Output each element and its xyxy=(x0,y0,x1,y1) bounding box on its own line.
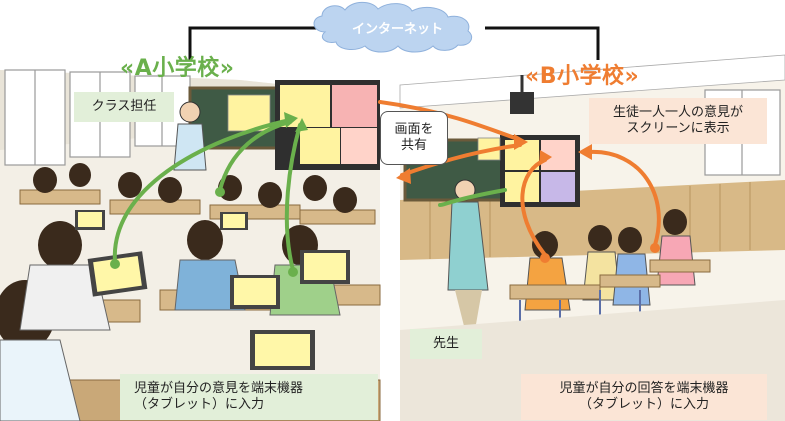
display-caption-b-line1: 生徒一人一人の意見が xyxy=(612,104,743,120)
share-line1: 画面を xyxy=(394,121,434,137)
orange-arrowheads-b xyxy=(539,144,592,166)
display-caption-b-line2: スクリーンに表示 xyxy=(626,121,730,136)
school-b-title: «B小学校» xyxy=(525,64,640,89)
school-a-title: «A小学校» xyxy=(120,56,235,81)
teacher-label-a: クラス担任 xyxy=(74,92,174,122)
green-arrows-a xyxy=(112,118,302,272)
network-connector xyxy=(188,26,600,60)
classroom-a-illustration xyxy=(0,69,381,421)
orange-arrows-b xyxy=(520,149,661,257)
input-caption-a-line2: （タブレット）に入力 xyxy=(134,397,265,412)
input-caption-a: 児童が自分の意見を端末機器 （タブレット）に入力 xyxy=(120,374,378,420)
classroom-b-illustration xyxy=(399,54,785,421)
share-line2: 共有 xyxy=(400,138,427,153)
input-caption-b-line1: 児童が自分の回答を端末機器 xyxy=(559,380,729,396)
orange-arrowheads-share xyxy=(396,134,528,184)
green-arrow-b xyxy=(438,188,507,207)
input-caption-b-line2: （タブレット）に入力 xyxy=(578,397,709,412)
internet-cloud-icon xyxy=(313,1,473,53)
input-caption-b: 児童が自分の回答を端末機器 （タブレット）に入力 xyxy=(521,374,767,420)
display-caption-b: 生徒一人一人の意見が スクリーンに表示 xyxy=(589,98,767,144)
green-arrowheads-a xyxy=(284,112,308,132)
input-caption-a-line1: 児童が自分の意見を端末機器 xyxy=(134,380,304,396)
orange-share-arrow xyxy=(378,100,522,177)
share-screen-box: 画面を 共有 xyxy=(380,111,448,165)
internet-label: インターネット xyxy=(352,22,444,37)
teacher-label-b: 先生 xyxy=(410,329,482,359)
